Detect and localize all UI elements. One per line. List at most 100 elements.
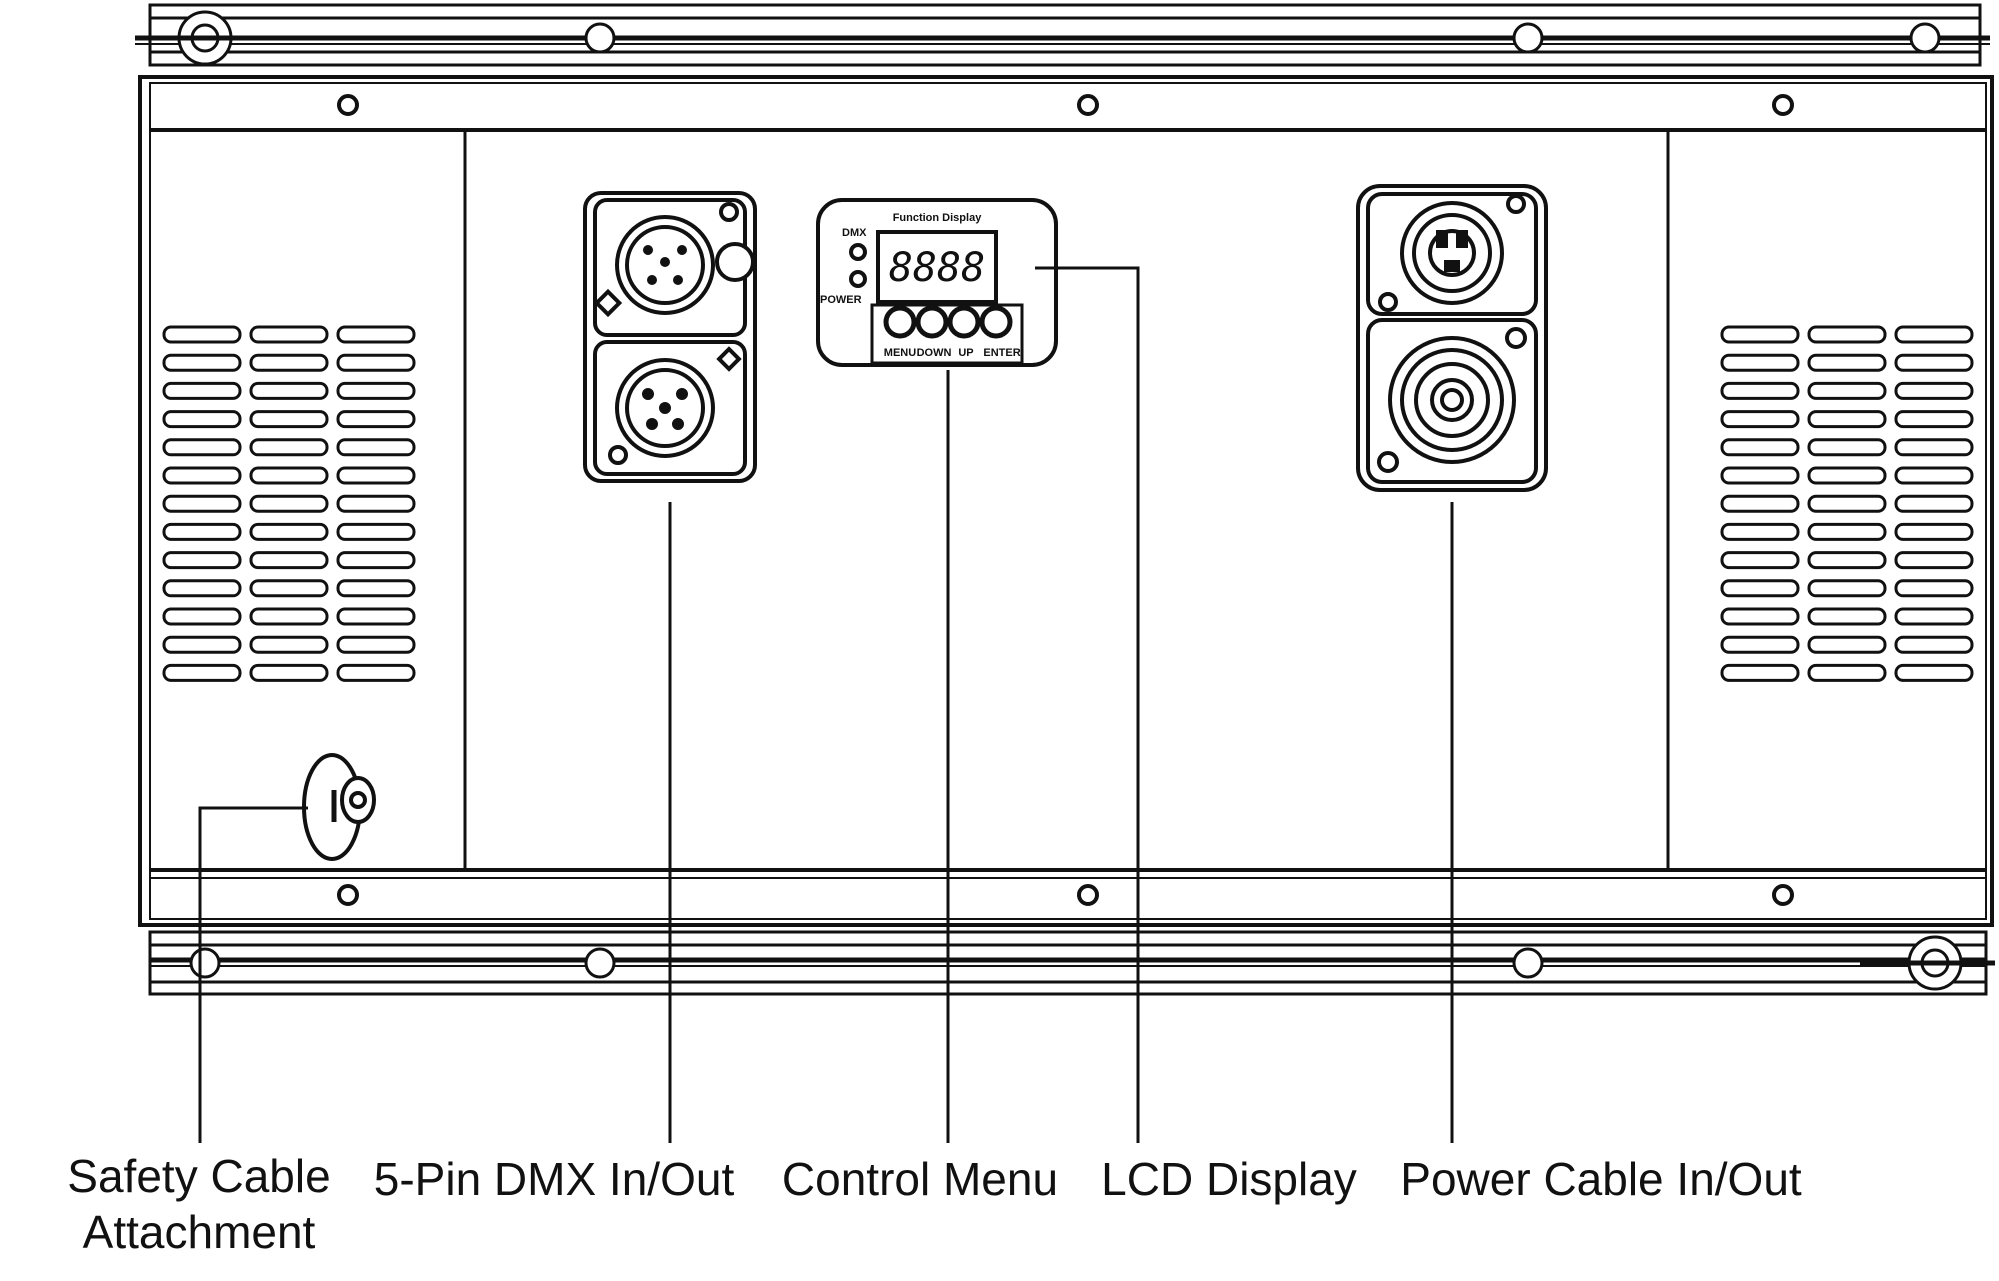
vent-slot xyxy=(162,579,242,598)
up-button-label: UP xyxy=(958,347,973,359)
dmx-indicator-led xyxy=(849,243,867,261)
vent-slot xyxy=(1720,410,1800,429)
vent-slot xyxy=(249,381,329,400)
vent-slot xyxy=(162,551,242,570)
vent-slot xyxy=(162,325,242,344)
control-panel-heading: Function Display xyxy=(893,212,983,224)
vent-slot xyxy=(249,607,329,626)
bottom-safety-eyelet xyxy=(1860,935,1995,991)
vent-slot xyxy=(162,663,242,682)
vent-slot xyxy=(1720,325,1800,344)
vent-slot xyxy=(336,466,416,485)
status-indicator-led xyxy=(849,270,867,288)
vent-slot xyxy=(1807,438,1887,457)
vent-slot xyxy=(1894,551,1974,570)
vent-slot xyxy=(336,635,416,654)
vent-slot xyxy=(249,353,329,372)
vent-slot xyxy=(1894,381,1974,400)
vent-slot xyxy=(1894,663,1974,682)
vent-slot xyxy=(249,522,329,541)
vent-slot xyxy=(249,551,329,570)
vent-slot xyxy=(249,438,329,457)
vent-slot xyxy=(1894,522,1974,541)
vent-slot xyxy=(1720,551,1800,570)
vent-slot xyxy=(1720,438,1800,457)
vent-slot xyxy=(336,381,416,400)
callout-leader-lines xyxy=(198,266,1454,1143)
vent-slot xyxy=(162,494,242,513)
vent-slot xyxy=(1807,410,1887,429)
vent-slot xyxy=(162,438,242,457)
vent-slot xyxy=(249,466,329,485)
safety-cable-label-line2: Attachment xyxy=(83,1206,316,1258)
dmx-label: 5-Pin DMX In/Out xyxy=(374,1153,735,1205)
menu-button-label: MENU xyxy=(884,347,916,359)
right-ventilation-grille xyxy=(1720,325,1974,682)
vent-slot xyxy=(1720,579,1800,598)
vent-slot xyxy=(1807,325,1887,344)
vent-slot xyxy=(336,494,416,513)
vent-slot xyxy=(1894,353,1974,372)
vent-slot xyxy=(249,635,329,654)
vent-slot xyxy=(249,325,329,344)
vent-slot xyxy=(1720,663,1800,682)
enter-button-label: ENTER xyxy=(983,347,1020,359)
vent-slot xyxy=(1807,663,1887,682)
lcd-display-label: LCD Display xyxy=(1101,1153,1357,1205)
vent-slot xyxy=(1720,522,1800,541)
vent-slot xyxy=(1894,438,1974,457)
vent-slot xyxy=(1894,325,1974,344)
vent-slot xyxy=(249,663,329,682)
vent-slot xyxy=(336,325,416,344)
vent-slot xyxy=(249,494,329,513)
vent-slot xyxy=(1807,353,1887,372)
lcd-display-leader-line xyxy=(1035,266,1140,1143)
vent-slot xyxy=(1807,579,1887,598)
vent-slot xyxy=(1894,607,1974,626)
vent-slot xyxy=(1807,381,1887,400)
vent-slot xyxy=(162,607,242,626)
vent-slot xyxy=(1720,635,1800,654)
vent-slot xyxy=(162,466,242,485)
vent-slot xyxy=(1807,635,1887,654)
safety-cable-attachment-point xyxy=(302,753,376,861)
dmx-out-connector xyxy=(608,346,742,465)
power-cable-label: Power Cable In/Out xyxy=(1400,1153,1802,1205)
top-mounting-rail xyxy=(135,3,1990,67)
vent-slot xyxy=(1894,410,1974,429)
left-ventilation-grille xyxy=(162,325,416,682)
down-button-label: DOWN xyxy=(917,347,952,359)
vent-slot xyxy=(1720,466,1800,485)
vent-slot xyxy=(1720,494,1800,513)
top-safety-eyelet xyxy=(140,10,270,66)
vent-slot xyxy=(1894,579,1974,598)
vent-slot xyxy=(1807,494,1887,513)
bottom-mounting-rail xyxy=(148,930,1988,996)
vent-slot xyxy=(336,522,416,541)
housing-frame xyxy=(138,75,1994,927)
vent-slot xyxy=(162,635,242,654)
vent-slot xyxy=(1807,607,1887,626)
vent-slot xyxy=(162,410,242,429)
vent-slot xyxy=(336,663,416,682)
safety-cable-label-line1: Safety Cable xyxy=(67,1150,330,1202)
frame-screws xyxy=(337,94,1794,906)
vent-slot xyxy=(1807,466,1887,485)
vent-slot xyxy=(336,551,416,570)
vent-slot xyxy=(1720,381,1800,400)
enter-button xyxy=(979,305,1013,339)
lcd-display-screen xyxy=(876,230,998,304)
menu-button xyxy=(883,305,917,339)
vent-slot xyxy=(336,410,416,429)
vent-slot xyxy=(162,353,242,372)
down-button xyxy=(915,305,949,339)
power-indicator-label: POWER xyxy=(820,294,862,306)
vent-slot xyxy=(1807,551,1887,570)
up-button xyxy=(947,305,981,339)
vent-slot xyxy=(336,353,416,372)
vent-slot xyxy=(1720,353,1800,372)
vent-slot xyxy=(1894,494,1974,513)
power-in-connector xyxy=(1378,194,1526,312)
vent-slot xyxy=(336,438,416,457)
